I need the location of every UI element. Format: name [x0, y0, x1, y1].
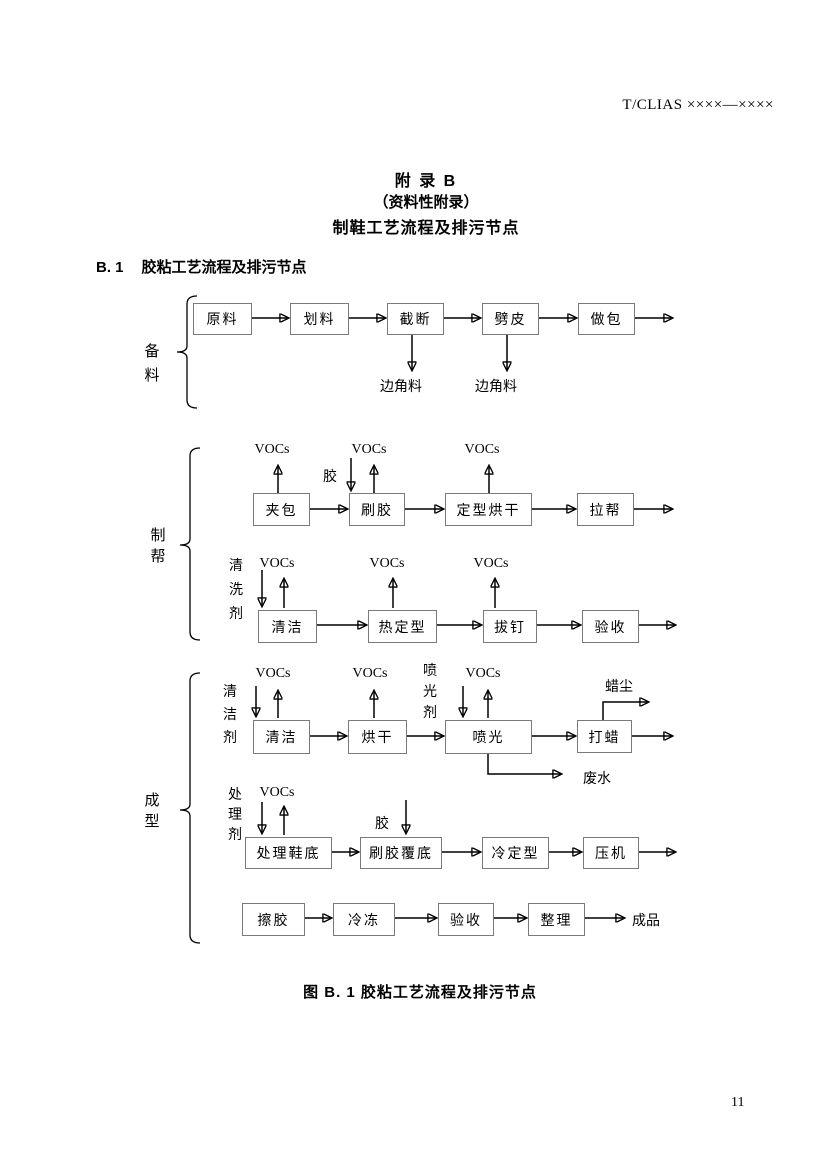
- box-inspection-1: 验收: [582, 610, 639, 643]
- label-vocs-r2-3: VOCs: [464, 442, 500, 457]
- box-nail-pulling: 拔钉: [483, 610, 537, 643]
- row4-arrows: [256, 686, 672, 774]
- box-inspection-2: 验收: [438, 903, 494, 936]
- label-vocs-r4-1: VOCs: [255, 666, 291, 681]
- label-treatment-agent: 处理剂: [228, 788, 242, 843]
- label-vocs-r3-1: VOCs: [259, 556, 295, 571]
- box-marking-material: 划料: [290, 303, 349, 335]
- group-label-forming: 成型: [144, 793, 160, 830]
- row5-arrows: [262, 800, 675, 852]
- box-heat-setting: 热定型: [368, 610, 437, 643]
- label-vocs-r3-3: VOCs: [473, 556, 509, 571]
- box-glue-brushing: 刷胶: [349, 493, 405, 526]
- box-raw-material: 原料: [193, 303, 252, 335]
- box-cold-setting: 冷定型: [482, 837, 549, 869]
- row3-arrows: [262, 570, 675, 625]
- label-final-product: 成品: [632, 914, 660, 929]
- label-wastewater: 废水: [583, 772, 611, 787]
- box-leather-splitting: 劈皮: [482, 303, 539, 335]
- section-number: B. 1: [96, 259, 124, 276]
- appendix-name: 制鞋工艺流程及排污节点: [332, 220, 520, 237]
- group-label-upper-making: 制帮: [150, 528, 166, 565]
- box-cleaning-2: 清洁: [253, 720, 310, 754]
- row1-arrows: [250, 318, 672, 370]
- section-title: 胶粘工艺流程及排污节点: [141, 259, 307, 276]
- wax-dust-arrow: [602, 702, 648, 720]
- label-vocs-r2-1: VOCs: [254, 442, 290, 457]
- label-detergent-agent: 清洁剂: [223, 685, 237, 746]
- appendix-type: （资料性附录）: [373, 194, 479, 211]
- figure-caption: 图 B. 1 胶粘工艺流程及排污节点: [303, 984, 537, 1001]
- box-glue-sole-covering: 刷胶覆底: [360, 837, 442, 869]
- row2-arrows: [278, 458, 672, 509]
- brace-preparation: [176, 295, 198, 409]
- label-vocs-r4-2: VOCs: [352, 666, 388, 681]
- box-clamping: 夹包: [253, 493, 310, 526]
- document-header: T/CLIAS ××××—××××: [622, 97, 774, 113]
- label-scrap-1: 边角料: [380, 380, 422, 395]
- box-bag-making: 做包: [578, 303, 635, 335]
- box-lasting: 拉帮: [577, 493, 634, 526]
- box-cleaning-1: 清洁: [258, 610, 317, 643]
- box-cutting-off: 截断: [387, 303, 444, 335]
- box-drying: 烘干: [348, 720, 407, 754]
- box-freezing: 冷冻: [333, 903, 395, 936]
- box-setting-drying: 定型烘干: [445, 493, 532, 526]
- box-waxing: 打蜡: [577, 720, 632, 753]
- box-polish-spraying: 喷光: [445, 720, 532, 754]
- label-wax-dust: 蜡尘: [605, 680, 633, 695]
- box-finishing: 整理: [528, 903, 585, 936]
- wastewater-arrow: [487, 752, 561, 774]
- label-vocs-r2-2: VOCs: [351, 442, 387, 457]
- label-polish-agent: 喷光剂: [423, 664, 437, 721]
- section-heading: B. 1 胶粘工艺流程及排污节点: [96, 256, 307, 277]
- page-number: 11: [731, 1095, 745, 1110]
- appendix-title: 附 录 B: [394, 173, 458, 190]
- box-glue-wiping: 擦胶: [242, 903, 305, 936]
- label-glue-input-1: 胶: [323, 470, 337, 485]
- label-cleaning-agent: 清洗剂: [229, 559, 243, 622]
- label-vocs-r4-3: VOCs: [465, 666, 501, 681]
- brace-forming: [179, 672, 201, 944]
- brace-upper-making: [179, 447, 201, 641]
- label-vocs-r5-1: VOCs: [259, 785, 295, 800]
- group-label-preparation: 备料: [144, 344, 160, 384]
- label-scrap-2: 边角料: [475, 380, 517, 395]
- label-vocs-r3-2: VOCs: [369, 556, 405, 571]
- box-sole-treatment: 处理鞋底: [245, 837, 332, 869]
- label-glue-input-2: 胶: [375, 817, 389, 832]
- box-pressing-machine: 压机: [583, 837, 639, 869]
